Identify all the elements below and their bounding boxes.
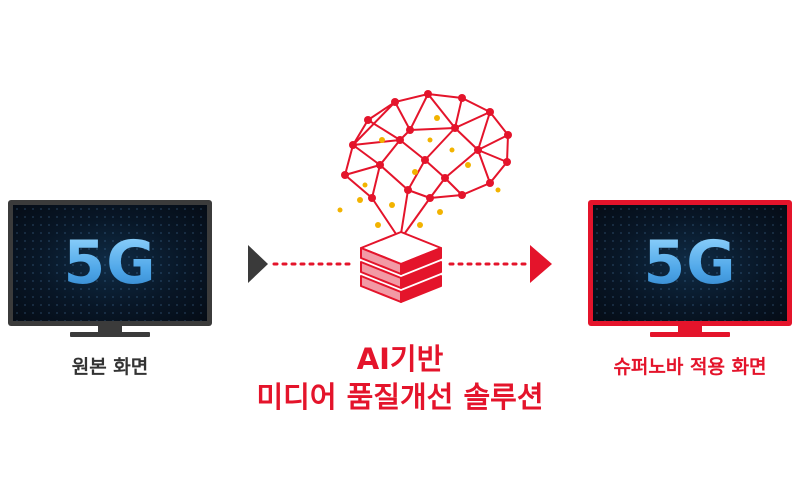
original-screen-caption: 원본 화면 (71, 356, 149, 378)
supernova-screen-caption: 슈퍼노바 적용 화면 (613, 356, 767, 378)
input-arrow-head (248, 245, 268, 283)
monitor-stand-base (650, 332, 730, 337)
monitor-stand-neck (678, 326, 702, 334)
screen-5g-label: 5G (63, 228, 157, 298)
neural-network-brain-icon (344, 92, 510, 241)
gold-data-particles (337, 115, 501, 228)
monitor-stand-neck (98, 326, 122, 334)
server-stack-icon (360, 231, 442, 303)
solution-title-line2: 미디어 품질개선 솔루션 (256, 380, 544, 414)
monitor-screen: 5G (13, 205, 207, 321)
solution-title-line1: AI기반 (356, 342, 444, 376)
neural-network-nodes (341, 90, 512, 244)
screen-5g-label: 5G (643, 228, 737, 298)
server-glow (379, 241, 423, 263)
output-arrow-head (530, 245, 552, 283)
monitor-screen: 5G (593, 205, 787, 321)
monitor-stand-base (70, 332, 150, 337)
